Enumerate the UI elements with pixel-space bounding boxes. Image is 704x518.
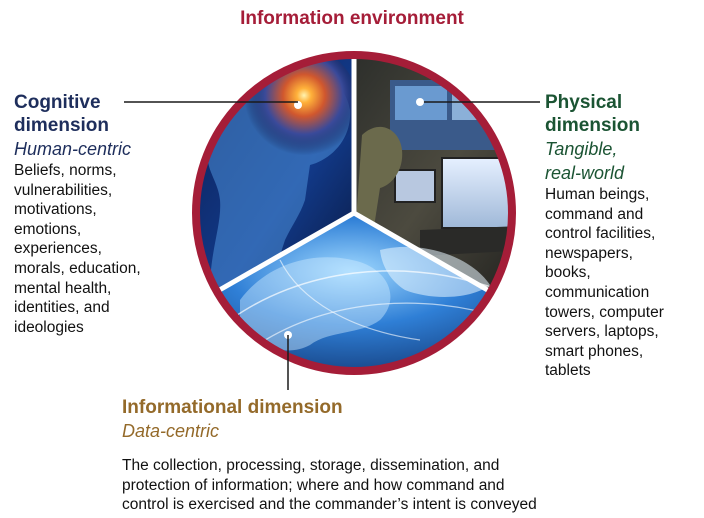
physical-heading: Physical dimension (545, 92, 641, 136)
cognitive-subtitle: Human-centric (14, 139, 132, 159)
informational-dimension-block: Informational dimension Data-centric The… (122, 396, 602, 515)
informational-heading: Informational dimension (122, 397, 343, 418)
informational-description: The collection, processing, storage, dis… (122, 457, 537, 514)
environment-ring (192, 51, 516, 375)
physical-subtitle: Tangible, real-world (545, 139, 625, 183)
physical-description: Human beings, command and control facili… (545, 186, 664, 380)
physical-leader-dot (416, 98, 424, 106)
cognitive-dimension-block: Cognitive dimension Human-centric Belief… (14, 91, 184, 337)
cognitive-description: Beliefs, norms, vulnerabilities, motivat… (14, 162, 141, 336)
cognitive-heading: Cognitive dimension (14, 92, 110, 136)
diagram-title: Information environment (240, 8, 464, 29)
physical-dimension-block: Physical dimension Tangible, real-world … (545, 91, 695, 381)
informational-subtitle: Data-centric (122, 421, 220, 441)
